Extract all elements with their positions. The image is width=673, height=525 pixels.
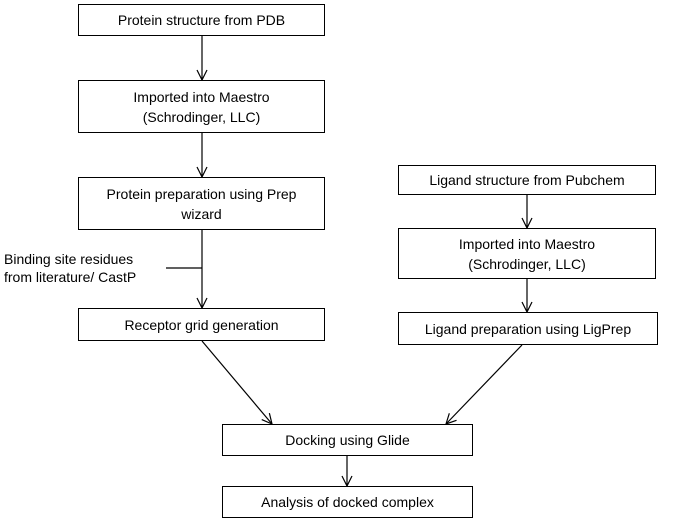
protein-import-line1: Imported into Maestro — [133, 88, 270, 105]
ligand-import-line1: Imported into Maestro — [458, 235, 596, 252]
binding-site-line2: from literature/ CastP — [4, 269, 137, 285]
analysis-text: Analysis of docked complex — [261, 494, 434, 510]
analysis-box: Analysis of docked complex — [222, 486, 473, 518]
ligand-import-line2: (Schrodinger, LLC) — [468, 255, 586, 272]
protein-structure-box: Protein structure from PDB — [78, 4, 325, 36]
arrow-grid-to-docking — [201, 340, 272, 424]
protein-structure-text: Protein structure from PDB — [117, 12, 286, 28]
protein-import-line2: (Schrodinger, LLC) — [142, 108, 261, 125]
docking-text: Docking using Glide — [285, 432, 410, 448]
receptor-grid-text: Receptor grid generation — [124, 316, 279, 333]
ligand-preparation-box: Ligand preparation using LigPrep — [398, 312, 658, 345]
ligand-structure-text: Ligand structure from Pubchem — [429, 172, 625, 188]
receptor-grid-box: Receptor grid generation — [78, 308, 325, 341]
ligand-import-maestro-box: Imported into Maestro (Schrodinger, LLC) — [398, 228, 656, 279]
arrow-ligprep-to-docking — [446, 344, 523, 424]
ligand-structure-box: Ligand structure from Pubchem — [398, 165, 656, 195]
protein-prep-line1: Protein preparation using Prep — [106, 185, 297, 202]
protein-import-maestro-box: Imported into Maestro (Schrodinger, LLC) — [78, 80, 325, 133]
binding-site-line1: Binding site residues — [4, 251, 134, 267]
protein-preparation-box: Protein preparation using Prep wizard — [78, 177, 325, 230]
binding-site-annotation: Binding site residues from literature/ C… — [4, 250, 169, 286]
protein-prep-line2: wizard — [181, 205, 222, 222]
docking-box: Docking using Glide — [222, 424, 473, 456]
ligand-prep-text: Ligand preparation using LigPrep — [424, 320, 632, 337]
